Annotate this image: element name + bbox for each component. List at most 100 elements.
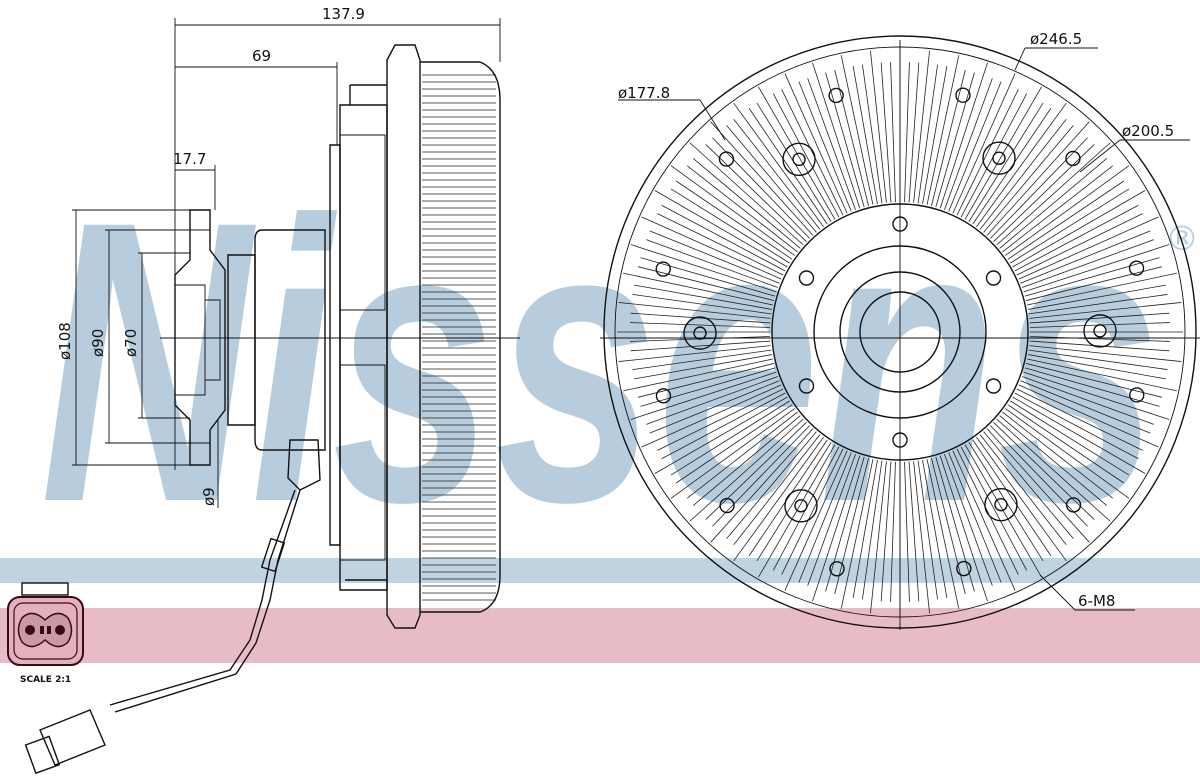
rim-hole: [655, 388, 672, 404]
fin-line: [956, 89, 1019, 216]
fin-line: [807, 78, 856, 210]
fin-line: [1014, 204, 1139, 272]
mounting-lugs: [683, 141, 1117, 523]
fin-line: [654, 190, 788, 268]
fin-line: [840, 459, 874, 609]
fin-line: [748, 107, 828, 225]
fin-line: [726, 431, 817, 540]
fin-line: [840, 55, 874, 205]
rim-hole: [1065, 150, 1081, 167]
mount-hole: [693, 326, 707, 340]
fin-line: [870, 50, 887, 203]
fin-line: [641, 384, 782, 448]
fin-line: [1010, 188, 1130, 264]
mount-hole: [1093, 324, 1107, 338]
fin-line: [996, 142, 1111, 246]
fin-line: [999, 415, 1108, 506]
fin-line: [675, 180, 793, 260]
fin-line: [632, 294, 772, 315]
fin-line: [880, 461, 892, 602]
mount-hole: [792, 152, 806, 167]
mount-lug: [782, 142, 816, 177]
dim-fin-circle: ø200.5: [1122, 122, 1174, 140]
front-view: ø177.8 ø246.5 ø200.5 6-M8: [600, 30, 1200, 630]
rim-hole: [1129, 387, 1145, 403]
fin-line: [689, 142, 804, 246]
fin-line: [862, 64, 883, 204]
fin-line: [913, 50, 930, 203]
fin-line: [948, 81, 1002, 212]
fin-line: [649, 230, 780, 284]
fin-line: [623, 358, 773, 392]
fin-line: [630, 322, 771, 328]
fin-line: [712, 137, 810, 239]
bolt-hole: [798, 378, 815, 394]
fin-line: [726, 124, 817, 233]
bolt-hole: [798, 270, 815, 286]
fin-line: [1023, 371, 1170, 420]
bolt-hole: [985, 378, 1002, 394]
fin-line: [908, 461, 920, 602]
fin-line: [972, 107, 1052, 225]
fin-line: [654, 396, 788, 474]
fin-line: [1022, 239, 1154, 288]
rim-hole: [718, 151, 735, 167]
fin-line: [807, 454, 856, 586]
fin-line: [1024, 257, 1160, 297]
fin-line: [630, 340, 771, 352]
fin-line: [661, 392, 786, 460]
fin-line: [733, 436, 824, 562]
fin-line: [634, 284, 773, 310]
fin-line: [1026, 266, 1163, 301]
fin-line: [646, 239, 778, 288]
fin-line: [825, 72, 865, 208]
fin-line: [862, 460, 883, 600]
fin-line: [993, 422, 1095, 520]
fin-line: [993, 144, 1095, 242]
fin-line: [637, 363, 774, 398]
fin-line: [917, 64, 938, 204]
fin-line: [1014, 392, 1139, 460]
mount-lug: [683, 316, 717, 350]
fin-line: [913, 461, 930, 614]
mount-hole: [994, 497, 1008, 512]
fin-line: [986, 121, 1090, 236]
fin-line: [1029, 312, 1170, 324]
fin-line: [623, 272, 773, 306]
dim-mount-circle: ø177.8: [618, 84, 670, 102]
fin-line: [618, 302, 771, 319]
fin-line: [852, 459, 878, 598]
mount-hole: [794, 499, 808, 513]
mount-lug: [984, 487, 1018, 522]
fin-line: [890, 62, 896, 203]
fin-line: [1020, 380, 1151, 434]
fin-line: [944, 454, 993, 586]
rim-hole: [719, 497, 735, 514]
fin-line: [952, 73, 1016, 214]
fin-line: [834, 458, 869, 595]
fin-line: [1018, 216, 1159, 280]
fin-line: [825, 456, 865, 592]
mount-lug: [784, 489, 818, 523]
fin-line: [976, 102, 1067, 228]
rim-hole: [955, 87, 971, 103]
fin-line: [712, 425, 810, 527]
fin-line: [675, 404, 793, 484]
pink-band: [0, 608, 1200, 663]
fin-line: [926, 55, 960, 205]
fin-line: [657, 213, 784, 276]
mount-lug: [982, 141, 1016, 175]
fin-line: [960, 446, 1028, 571]
fin-line: [972, 439, 1052, 557]
fin-line: [812, 455, 861, 602]
fin-line: [670, 188, 790, 264]
fin-line: [935, 72, 975, 208]
rim-hole: [956, 560, 972, 577]
fin-line: [733, 102, 824, 228]
fin-line: [640, 367, 776, 407]
fin-line: [670, 165, 796, 256]
fin-line: [1016, 213, 1143, 276]
fin-line: [689, 418, 804, 522]
fin-line: [983, 431, 1074, 540]
